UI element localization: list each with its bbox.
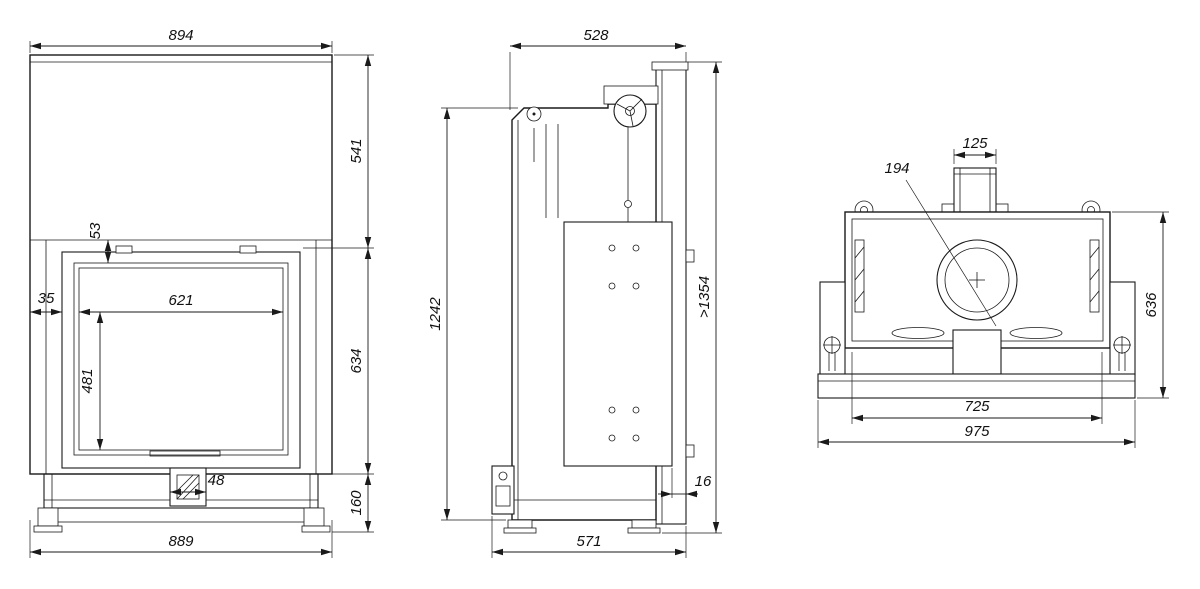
dim-front-top-width: 894 [29,27,333,53]
dim-label: 528 [583,27,609,44]
side-base [491,465,661,534]
dim-label: 894 [168,27,193,44]
side-view: 528 1242 >1354 16 571 [427,27,722,558]
dim-label: 48 [208,472,225,489]
dim-front-bottom-width: 889 [29,520,333,558]
front-base [33,467,331,533]
dim-front-base-height: 160 [332,474,374,533]
flue-opening [936,239,1018,321]
dim-label: 194 [884,160,909,177]
front-bracket [491,465,515,515]
foot [303,507,325,527]
front-casing [29,54,333,475]
roller-axle [532,112,536,116]
front-door [61,245,301,469]
dim-label: 636 [1143,292,1160,318]
dim-label: 160 [348,490,365,516]
dim-label: 975 [964,423,990,440]
dim-side-rear-offset: 16 [658,468,712,498]
cable-hook-icon [624,200,632,208]
ash-drawer [169,467,207,507]
foot [507,519,533,529]
dim-label: 53 [87,222,104,239]
plan-flue-stub [941,167,1009,213]
dim-side-total-height: >1354 [662,61,722,534]
dim-label: 571 [576,533,601,550]
dim-front-glass-top-offset: 53 [87,222,112,263]
door-handle [149,450,221,457]
foot-pad [627,527,661,534]
foot [37,507,59,527]
slot [891,327,945,339]
slot [1009,327,1063,339]
side-pulley [603,85,659,222]
dim-front-firebox-height: 634 [320,248,374,475]
hinge-icon [239,245,257,254]
side-baffle [1089,239,1100,313]
dim-side-body-height: 1242 [427,107,518,521]
plan-view: 125 194 636 725 975 [817,135,1169,448]
dim-plan-outer-width: 975 [817,400,1136,448]
label-plan-flue-offset: 194 [884,160,997,327]
dim-label: 481 [79,368,96,393]
foot-pad [33,525,63,533]
plan-body [844,211,1111,375]
dim-label: 1242 [427,297,444,331]
dim-label: 889 [168,533,194,550]
hinge-icon [115,245,133,254]
dim-plan-inner-width: 725 [851,352,1103,424]
dim-label: 35 [38,290,55,307]
dim-front-drawer-width: 48 [170,472,225,496]
dim-label: 634 [348,348,365,373]
dim-side-bottom-depth: 571 [491,516,687,558]
dim-side-top-depth: 528 [509,27,687,110]
dim-label: 125 [962,135,988,152]
dim-label: 725 [964,398,990,415]
mount-tab [685,249,695,263]
dim-label: >1354 [696,276,713,318]
side-baffle [854,239,865,313]
foot-pad [503,527,537,534]
foot [631,519,657,529]
mount-tab [685,444,695,458]
dim-front-glass-height: 481 [79,312,104,450]
plan-front-plate [817,373,1136,399]
dim-label: 16 [695,473,712,490]
dim-front-frame-width: 35 [30,290,62,316]
front-view: 894 541 634 160 889 53 [29,27,374,558]
dim-label: 541 [348,138,365,163]
dim-plan-flue-diameter: 125 [953,135,997,164]
dim-label: 621 [168,292,193,309]
foot-pad [301,525,331,533]
center-duct [952,329,1002,375]
dim-front-hood-height: 541 [303,54,374,249]
dim-front-glass-width: 621 [79,292,283,316]
dim-plan-depth: 636 [1112,211,1169,399]
plan-side-brackets [819,281,1136,376]
side-counterweight-box [563,221,673,467]
